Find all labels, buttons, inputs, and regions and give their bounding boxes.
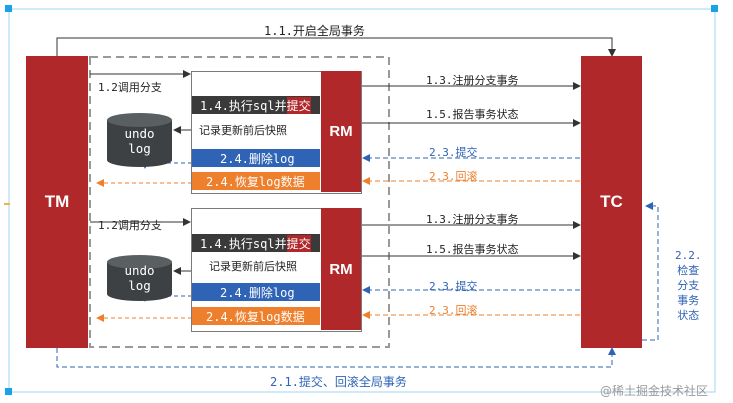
outer-frame [8,8,716,393]
label-commit-2: 2.3.提交 [429,280,478,293]
label-report-1: 1.5.报告事务状态 [426,108,519,121]
handle-bottom-left [5,388,12,395]
label-report-2: 1.5.报告事务状态 [426,243,519,256]
label-rollback-1: 2.3.回滚 [429,170,478,183]
undo-log-line1-1: undo [124,126,155,141]
rm-group-boundary [89,56,390,348]
rm-node-1: RM [321,71,361,192]
label-register-2: 1.3.注册分支事务 [426,213,519,226]
undo-log-label-1: undo log [107,126,172,156]
exec-sql-highlight-2: 提交 [286,234,311,252]
exec-sql-highlight-1: 提交 [286,96,311,114]
arrow-begin-global [56,37,616,57]
tc-node: TC [581,56,642,348]
exec-sql-bar-2: 1.4.执行sql并提交 [192,234,320,252]
label-register-1: 1.3.注册分支事务 [426,74,519,87]
handle-top-left [5,5,12,12]
label-rollback-2: 2.3.回滚 [429,304,478,317]
exec-sql-bar-1: 1.4.执行sql并提交 [192,96,320,114]
label-commit-global: 2.1.提交、回滚全局事务 [270,375,407,389]
undo-log-cylinder-1 [107,113,172,167]
restore-log-bar-1: 2.4.恢复log数据 [192,172,320,190]
snapshot-label-1: 记录更新前后快照 [199,124,287,137]
undo-log-cylinder-2 [107,255,172,301]
label-branch-check: 2.2. 检查 分支 事务 状态 [675,249,702,322]
snapshot-label-2: 记录更新前后快照 [209,260,297,273]
rm-node-2: RM [321,208,361,330]
undo-log-label-2: undo log [107,263,172,293]
watermark: @稀土掘金技术社区 [600,384,709,398]
arrow-branch-check [642,202,659,341]
handle-top-right [711,5,718,12]
arrow-commit-global [56,347,616,368]
undo-log-line2-2: log [128,278,151,293]
label-call-branch-1: 1.2调用分支 [98,81,162,94]
tm-node: TM [26,56,88,348]
undo-log-line2-1: log [128,141,151,156]
delete-log-bar-1: 2.4.删除log [192,149,320,167]
label-call-branch-2: 1.2调用分支 [98,219,162,232]
exec-sql-label-2: 1.4.执行sql并 [200,236,287,251]
restore-log-bar-2: 2.4.恢复log数据 [192,307,320,325]
exec-sql-label-1: 1.4.执行sql并 [200,98,287,113]
delete-log-bar-2: 2.4.删除log [192,283,320,301]
undo-log-line1-2: undo [124,263,155,278]
label-commit-1: 2.3.提交 [429,146,478,159]
label-begin-global: 1.1.开启全局事务 [264,24,365,38]
